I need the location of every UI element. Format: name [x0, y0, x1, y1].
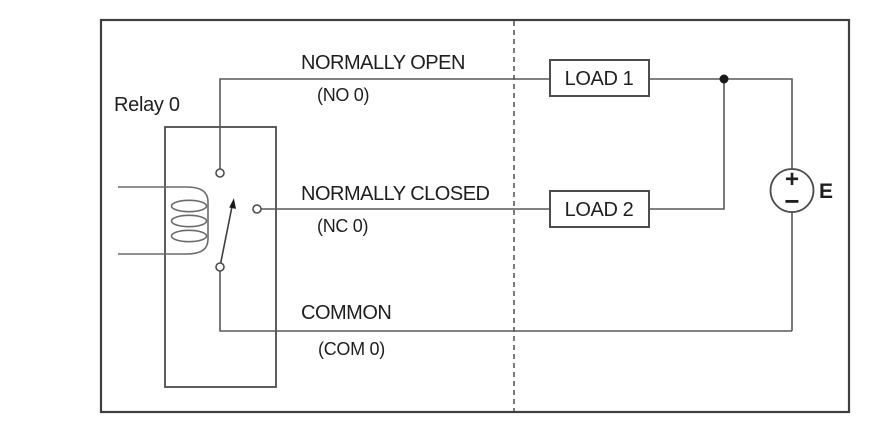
normally-open-label: NORMALLY OPEN	[301, 52, 465, 74]
source-plus-sign: +	[785, 166, 799, 193]
nc-contact-icon	[252, 204, 262, 214]
com-pin-label: (COM 0)	[318, 339, 385, 359]
relay-coil-icon	[118, 186, 209, 255]
junction-dot-icon	[719, 74, 729, 84]
source-minus-sign: −	[784, 186, 799, 216]
load2-label: LOAD 2	[565, 199, 634, 221]
wire-normally-open	[219, 78, 550, 169]
load1-label: LOAD 1	[565, 68, 634, 90]
no-pin-label: (NO 0)	[317, 85, 369, 105]
normally-closed-label: NORMALLY CLOSED	[301, 183, 490, 205]
wires	[219, 78, 793, 332]
no-contact-icon	[215, 168, 225, 178]
voltage-source-icon: + −	[769, 166, 815, 216]
wire-load2-to-junction	[646, 79, 725, 210]
wire-common	[219, 271, 792, 332]
relay-label: Relay 0	[114, 94, 180, 116]
source-label: E	[819, 180, 833, 203]
wire-load1-to-source	[646, 78, 793, 169]
common-label: COMMON	[301, 302, 391, 324]
nc-pin-label: (NC 0)	[317, 216, 368, 236]
load1-box	[549, 59, 650, 97]
switch-arm-icon	[220, 198, 236, 263]
load2-box	[549, 190, 650, 228]
common-pivot-icon	[215, 262, 225, 272]
